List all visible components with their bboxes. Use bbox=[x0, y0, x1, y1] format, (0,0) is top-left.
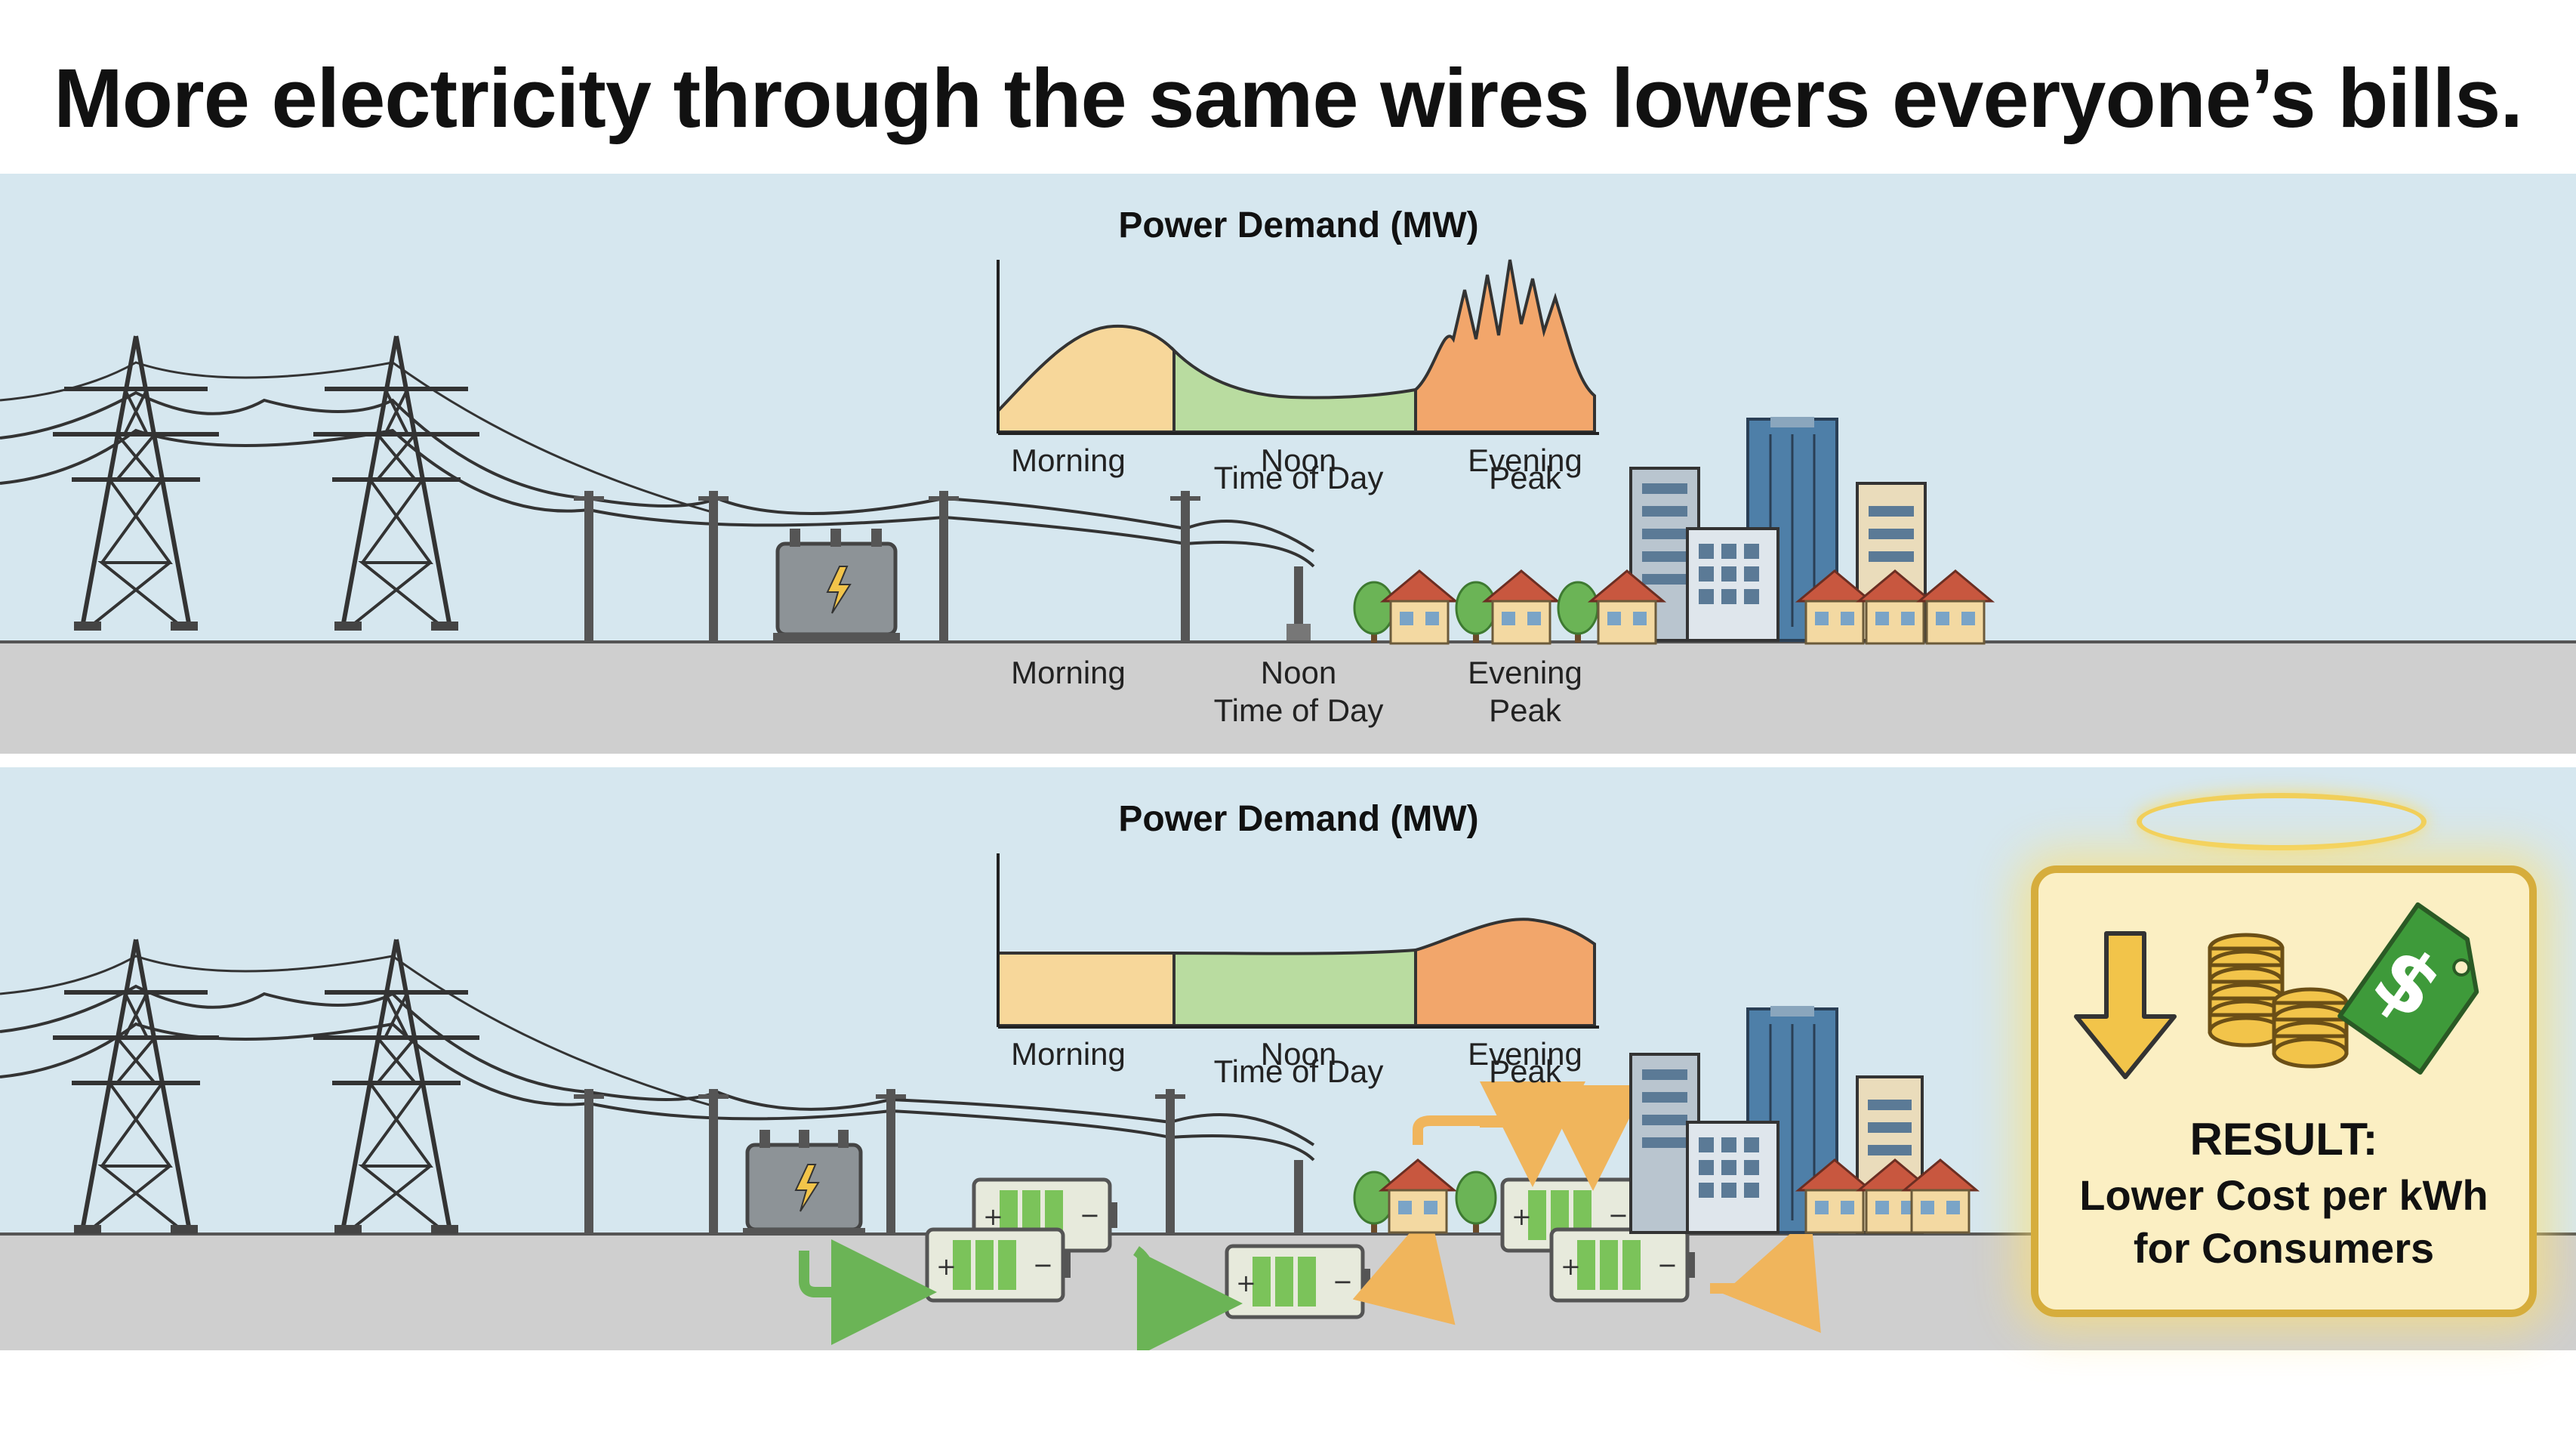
result-box: $ RESULT: Lower Cost per kWh for Consume… bbox=[2031, 865, 2537, 1317]
ground-label-peak: Peak bbox=[1489, 693, 1561, 728]
tree-icon bbox=[1353, 1171, 1395, 1234]
ground bbox=[0, 640, 2576, 754]
utility-pole-icon bbox=[574, 491, 604, 642]
transmission-tower-icon bbox=[53, 336, 219, 631]
xlabel-time-of-day: Time of Day bbox=[1213, 460, 1384, 495]
price-tag-icon: $ bbox=[2337, 902, 2479, 1075]
house-icon bbox=[1382, 569, 1457, 645]
transformer-icon bbox=[773, 529, 900, 640]
battery-icon bbox=[1551, 1229, 1695, 1300]
coins-icon bbox=[2208, 933, 2349, 1069]
ground-label-morning: Morning bbox=[1011, 655, 1126, 690]
halo bbox=[2137, 793, 2427, 850]
arrow-icon bbox=[1710, 1215, 1821, 1333]
house-icon bbox=[1918, 569, 1993, 645]
arrow-icon bbox=[1132, 1246, 1243, 1350]
grid-scene: + − bbox=[0, 174, 1993, 645]
chart-title: Power Demand (MW) bbox=[1118, 799, 1478, 839]
page-title: More electricity through the same wires … bbox=[54, 51, 2523, 145]
tick-morning: Morning bbox=[1011, 1036, 1126, 1072]
area-evening bbox=[1414, 918, 1596, 1027]
result-line-1: Lower Cost per kWh bbox=[2079, 1171, 2488, 1219]
demand-chart-top: Power Demand (MW) Morning Noon Evening bbox=[997, 205, 1599, 478]
ground-label-noon: Noon bbox=[1260, 655, 1337, 690]
utility-pole-icon bbox=[574, 1089, 604, 1232]
demand-chart-bottom: Power Demand (MW) Morning Noon Evening bbox=[997, 799, 1599, 1072]
tree-icon bbox=[1455, 581, 1497, 644]
utility-pole-icon bbox=[929, 491, 959, 642]
house-icon bbox=[1484, 569, 1559, 645]
transmission-tower-icon bbox=[53, 939, 219, 1234]
chart-title: Power Demand (MW) bbox=[1118, 205, 1478, 245]
utility-pole-icon bbox=[1155, 1089, 1185, 1232]
utility-pole-icon bbox=[1170, 491, 1200, 642]
ground-label-evening: Evening bbox=[1468, 655, 1582, 690]
result-text: Lower Cost per kWh for Consumers bbox=[2038, 1169, 2529, 1275]
area-morning bbox=[997, 324, 1176, 433]
tree-icon bbox=[1557, 581, 1599, 644]
tick-peak: Peak bbox=[1489, 460, 1561, 495]
area-noon bbox=[1172, 347, 1417, 433]
arrow-icon bbox=[1352, 1209, 1456, 1325]
tick-peak: Peak bbox=[1489, 1054, 1561, 1089]
tree-icon bbox=[1353, 581, 1395, 644]
tick-morning: Morning bbox=[1011, 443, 1126, 478]
area-noon bbox=[1172, 948, 1417, 1027]
tick-evening: Evening bbox=[1468, 443, 1582, 478]
tick-noon: Noon bbox=[1261, 1036, 1336, 1072]
area-morning bbox=[997, 952, 1176, 1027]
transformer-icon bbox=[743, 1130, 865, 1236]
grid-scene: + − bbox=[0, 767, 1978, 1350]
house-icon bbox=[1380, 1158, 1456, 1234]
result-line-2: for Consumers bbox=[2133, 1224, 2435, 1272]
top-panel: + − bbox=[0, 174, 2576, 754]
tick-evening: Evening bbox=[1468, 1036, 1582, 1072]
building-icon bbox=[1686, 1121, 1779, 1234]
transmission-tower-icon bbox=[313, 336, 479, 631]
area-evening bbox=[1414, 259, 1596, 433]
xlabel-time-of-day: Time of Day bbox=[1213, 1054, 1384, 1089]
result-icons: $ bbox=[2074, 902, 2479, 1079]
battery-icon bbox=[1227, 1246, 1370, 1317]
tree-icon bbox=[1455, 1171, 1497, 1234]
utility-pole-icon bbox=[698, 491, 729, 642]
arrow-icon bbox=[799, 1239, 937, 1345]
result-title: RESULT: bbox=[2189, 1114, 2378, 1165]
down-arrow-icon bbox=[2074, 931, 2177, 1079]
building-icon bbox=[1686, 527, 1779, 642]
tick-noon: Noon bbox=[1261, 443, 1336, 478]
utility-pole-icon bbox=[698, 1089, 729, 1232]
arrow-icon bbox=[1480, 1085, 1646, 1191]
transmission-tower-icon bbox=[313, 939, 479, 1234]
ground-label-time-of-day: Time of Day bbox=[1213, 693, 1384, 728]
battery-icon bbox=[927, 1229, 1071, 1300]
arrow-icon bbox=[1413, 1081, 1585, 1187]
